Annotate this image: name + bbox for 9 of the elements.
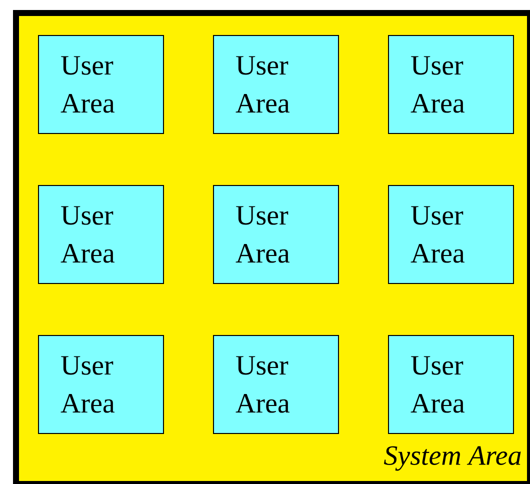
user-area-box: User Area [213, 185, 339, 284]
user-area-box: User Area [38, 35, 164, 134]
user-area-box: User Area [388, 185, 514, 284]
user-area-box: User Area [38, 185, 164, 284]
user-area-box: User Area [388, 35, 514, 134]
user-area-box: User Area [388, 335, 514, 434]
user-area-box: User Area [213, 335, 339, 434]
user-area-box: User Area [213, 35, 339, 134]
user-area-box: User Area [38, 335, 164, 434]
